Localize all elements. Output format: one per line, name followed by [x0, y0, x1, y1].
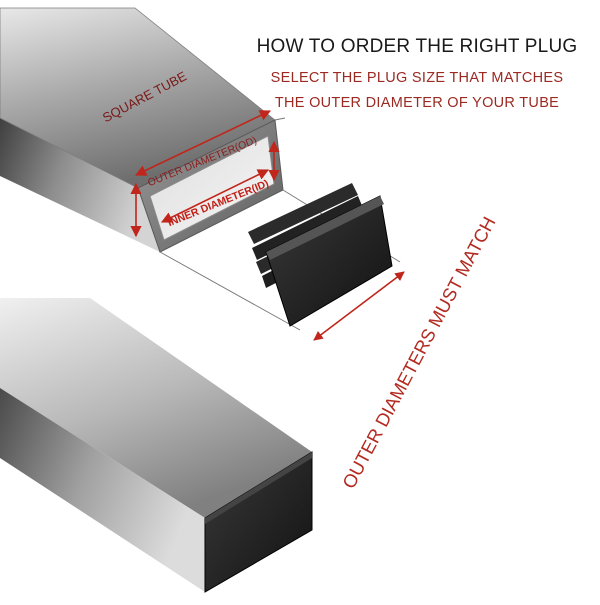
end-cap-plug-icon	[248, 183, 393, 327]
square-tube-bottom	[0, 298, 313, 593]
page-title: HOW TO ORDER THE RIGHT PLUG	[256, 36, 578, 57]
subtitle-line-1: SELECT THE PLUG SIZE THAT MATCHES	[270, 70, 564, 86]
heading-block: HOW TO ORDER THE RIGHT PLUG SELECT THE P…	[232, 36, 600, 111]
dimension-arrow-icon	[130, 110, 405, 341]
subtitle-line-2: THE OUTER DIAMETER OF YOUR TUBE	[274, 95, 560, 111]
